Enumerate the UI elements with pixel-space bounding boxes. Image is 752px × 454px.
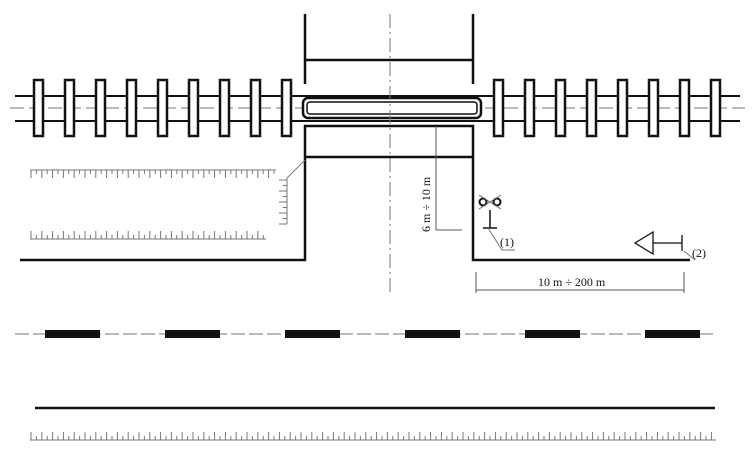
lane-dash xyxy=(645,330,700,338)
sleeper xyxy=(63,78,76,138)
sleeper xyxy=(125,78,138,138)
marker-1-label: (1) xyxy=(500,235,514,249)
sleeper xyxy=(280,78,293,138)
hatching xyxy=(30,159,306,240)
horizontal-dimension: 10 m ÷ 200 m xyxy=(475,272,685,293)
road-markings xyxy=(15,330,716,441)
sleeper xyxy=(616,78,629,138)
hatch-leader xyxy=(286,159,306,179)
leader-1 xyxy=(487,227,515,251)
hatch-ticks xyxy=(30,170,287,239)
crossing-panel-inner xyxy=(306,101,478,115)
sleeper xyxy=(647,78,660,138)
lane-dash xyxy=(285,330,340,338)
sign-2: (2) xyxy=(633,230,706,261)
sleeper xyxy=(187,78,200,138)
lane-dash xyxy=(45,330,100,338)
shoulder-ticks xyxy=(30,432,712,440)
horizontal-dimension-label: 10 m ÷ 200 m xyxy=(538,275,606,289)
sleeper xyxy=(218,78,231,138)
signal-lamp-right-icon xyxy=(492,197,502,207)
road-edge-lower xyxy=(20,124,690,262)
signal-1: (1) xyxy=(478,194,515,251)
warning-arrow-icon xyxy=(633,230,654,256)
sleeper xyxy=(94,78,107,138)
sleeper xyxy=(32,78,45,138)
leader-2 xyxy=(683,250,696,261)
sleeper xyxy=(585,78,598,138)
lane-dash xyxy=(165,330,220,338)
sleeper xyxy=(249,78,262,138)
sleeper xyxy=(709,78,722,138)
cross-sign-icon xyxy=(478,194,502,210)
sleeper xyxy=(523,78,536,138)
lane-dash xyxy=(525,330,580,338)
railway-track xyxy=(10,78,745,138)
signal-lamp-left-icon xyxy=(478,197,488,207)
sleeper xyxy=(492,78,505,138)
sleeper xyxy=(678,78,691,138)
lane-dash xyxy=(405,330,460,338)
sleepers xyxy=(32,78,722,138)
marker-2-label: (2) xyxy=(692,246,706,260)
vertical-dimension-label: 6 m ÷ 10 m xyxy=(419,176,433,232)
crossing-road xyxy=(20,14,690,296)
sleeper xyxy=(156,78,169,138)
sleeper xyxy=(554,78,567,138)
lane-dashes xyxy=(45,330,700,338)
vertical-dimension: 6 m ÷ 10 m xyxy=(419,126,462,232)
crossing-panel xyxy=(301,96,483,120)
